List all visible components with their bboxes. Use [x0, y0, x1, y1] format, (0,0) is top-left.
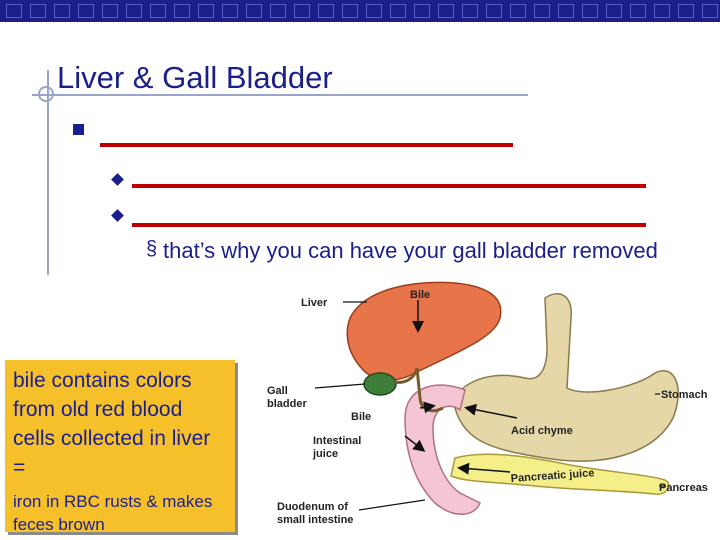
fill-in-blank-3: [132, 223, 646, 227]
banner-square: [486, 4, 502, 18]
banner-square: [678, 4, 694, 18]
banner-square: [30, 4, 46, 18]
banner-square: [606, 4, 622, 18]
banner-square: [102, 4, 118, 18]
gall-pointer-line: [314, 383, 366, 389]
sub-bullet-text: that’s why you can have your gall bladde…: [163, 238, 658, 263]
banner-square: [222, 4, 238, 18]
digestive-diagram: Liver Bile Gall bladder Bile Stomach Aci…: [267, 281, 708, 526]
banner-square: [150, 4, 166, 18]
label-pancreatic-juice: Pancreatic juice: [510, 467, 594, 485]
banner-square: [54, 4, 70, 18]
bile-duct-arrow: [419, 401, 436, 414]
diamond-bullet-icon: [111, 173, 124, 186]
banner-square: [582, 4, 598, 18]
banner-square: [6, 4, 22, 18]
banner-square: [534, 4, 550, 18]
top-banner: [0, 0, 720, 22]
banner-square: [246, 4, 262, 18]
banner-square: [654, 4, 670, 18]
crosshair-circle: [38, 86, 54, 102]
callout-box: bile contains colors from old red blood …: [5, 360, 235, 534]
banner-square: [390, 4, 406, 18]
label-pancreas: Pancreas: [659, 482, 708, 494]
label-duodenum-line2: small intestine: [277, 514, 353, 526]
label-stomach: Stomach: [661, 389, 708, 401]
bullet-square-icon: [73, 124, 84, 135]
banner-square: [702, 4, 718, 18]
gall-bladder-shape: [363, 372, 397, 396]
callout-small-text: iron in RBC rusts & makes feces brown: [13, 492, 213, 534]
banner-square: [126, 4, 142, 18]
banner-square: [630, 4, 646, 18]
label-gall-bladder-line2: bladder: [267, 398, 307, 410]
banner-square: [198, 4, 214, 18]
banner-square: [318, 4, 334, 18]
intestinal-juice-arrow: [404, 435, 426, 452]
slide-title: Liver & Gall Bladder: [57, 60, 333, 95]
pancreas-shape: [450, 453, 670, 495]
duodenum-pointer-line: [358, 499, 426, 511]
title-underline: [32, 94, 528, 96]
label-duodenum-line1: Duodenum of: [277, 501, 348, 513]
banner-square: [342, 4, 358, 18]
stomach-shape: [453, 293, 679, 462]
label-liver: Liver: [301, 297, 328, 309]
banner-square: [294, 4, 310, 18]
callout-main-text: bile contains colors from old red blood …: [13, 369, 211, 479]
label-acid-chyme: Acid chyme: [511, 425, 573, 437]
banner-square: [558, 4, 574, 18]
label-gall-bladder-line1: Gall: [267, 385, 288, 397]
banner-square: [366, 4, 382, 18]
banner-square: [510, 4, 526, 18]
section-bullet-icon: §: [146, 238, 158, 260]
pancreatic-juice-arrow: [457, 462, 511, 475]
banner-square: [270, 4, 286, 18]
banner-square: [414, 4, 430, 18]
banner-square: [438, 4, 454, 18]
fill-in-blank-1: [100, 143, 513, 147]
liver-shape: [346, 281, 502, 381]
label-bile-duct: Bile: [351, 411, 371, 423]
vertical-guide-line: [47, 70, 49, 275]
acid-chyme-arrow: [464, 403, 518, 419]
banner-square: [174, 4, 190, 18]
label-intestinal-line2: juice: [312, 448, 338, 460]
label-bile-top: Bile: [410, 289, 430, 301]
fill-in-blank-2: [132, 184, 646, 188]
duodenum-shape: [404, 384, 481, 515]
label-intestinal-line1: Intestinal: [313, 435, 361, 447]
banner-square: [462, 4, 478, 18]
diamond-bullet-icon: [111, 209, 124, 222]
banner-square: [78, 4, 94, 18]
